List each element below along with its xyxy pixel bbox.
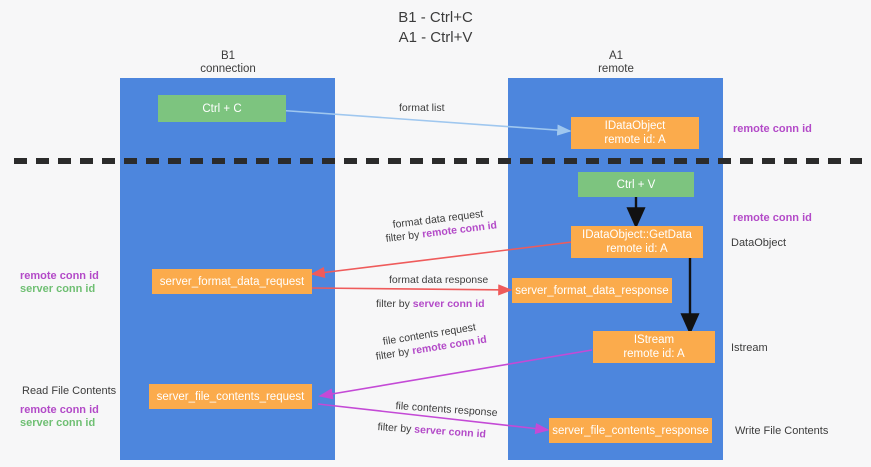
annotation-right-dataobject: DataObject	[731, 237, 787, 249]
annotation-left-server-conn-id-mid: server conn id	[20, 283, 96, 295]
node-getdata-line1: IDataObject::GetData	[582, 229, 692, 241]
node-server-file-contents-response-label: server_file_contents_response	[552, 424, 709, 437]
lane-b1-subtitle: connection	[200, 63, 256, 75]
node-server-format-data-response[interactable]: server_format_data_response	[512, 278, 672, 303]
page-title: B1 - Ctrl+C A1 - Ctrl+V	[0, 8, 871, 48]
lane-a1-subtitle: remote	[598, 63, 634, 75]
node-server-format-data-request-label: server_format_data_request	[159, 275, 305, 288]
node-server-format-data-request[interactable]: server_format_data_request	[152, 269, 312, 294]
filter-prefix: filter by	[385, 228, 423, 245]
filter-prefix: filter by	[376, 298, 413, 310]
annotation-right-write-file-contents: Write File Contents	[735, 425, 829, 437]
node-idataobject-line2: remote id: A	[604, 134, 666, 146]
edge-label-format-data-response: format data response	[389, 274, 489, 286]
title-line-2: A1 - Ctrl+V	[398, 29, 473, 46]
edge-label-file-contents-response: file contents response	[395, 400, 498, 420]
annotation-left-remote-conn-id-bottom: remote conn id	[20, 404, 99, 416]
annotation-left-server-conn-id-bottom: server conn id	[20, 417, 96, 429]
edge-label-file-contents-response-filter: filter by server conn id	[377, 421, 486, 442]
annotation-right-remote-conn-id-top: remote conn id	[733, 123, 812, 135]
filter-prefix: filter by	[375, 345, 414, 363]
node-ctrl-v-label: Ctrl + V	[616, 178, 656, 191]
node-istream-line2: remote id: A	[623, 348, 685, 360]
node-idataobject-line1: IDataObject	[604, 120, 666, 132]
arrow-format-data-response	[311, 284, 513, 296]
annotation-right-istream: Istream	[731, 342, 768, 354]
node-server-format-data-response-label: server_format_data_response	[515, 284, 669, 297]
edge-label-format-list: format list	[399, 102, 445, 114]
node-getdata-line2: remote id: A	[606, 243, 668, 255]
filter-key-server-conn-id: server conn id	[413, 423, 487, 441]
lane-header-b1: B1 connection	[137, 50, 319, 76]
filter-key-server-conn-id: server conn id	[412, 298, 485, 310]
annotation-left-remote-conn-id-mid: remote conn id	[20, 270, 99, 282]
lane-b1-title: B1	[220, 50, 236, 62]
node-server-file-contents-request-label: server_file_contents_request	[156, 390, 305, 403]
annotation-left-read-file-contents: Read File Contents	[22, 385, 117, 397]
filter-prefix: filter by	[377, 421, 415, 436]
node-server-file-contents-request[interactable]: server_file_contents_request	[149, 384, 312, 409]
node-server-file-contents-response[interactable]: server_file_contents_response	[549, 418, 712, 443]
node-idataobject[interactable]: IDataObject remote id: A	[571, 117, 699, 149]
annotation-right-remote-conn-id-mid: remote conn id	[733, 212, 812, 224]
node-istream-line1: IStream	[633, 334, 675, 346]
lane-a1-title: A1	[608, 50, 624, 62]
node-getdata[interactable]: IDataObject::GetData remote id: A	[571, 226, 703, 258]
node-ctrl-v[interactable]: Ctrl + V	[578, 172, 694, 197]
lane-header-a1: A1 remote	[525, 50, 707, 76]
node-istream[interactable]: IStream remote id: A	[593, 331, 715, 363]
node-ctrl-c-label: Ctrl + C	[202, 102, 242, 115]
node-ctrl-c[interactable]: Ctrl + C	[158, 95, 286, 122]
title-line-1: B1 - Ctrl+C	[398, 9, 473, 26]
edge-label-format-data-response-filter: filter by server conn id	[376, 298, 485, 311]
